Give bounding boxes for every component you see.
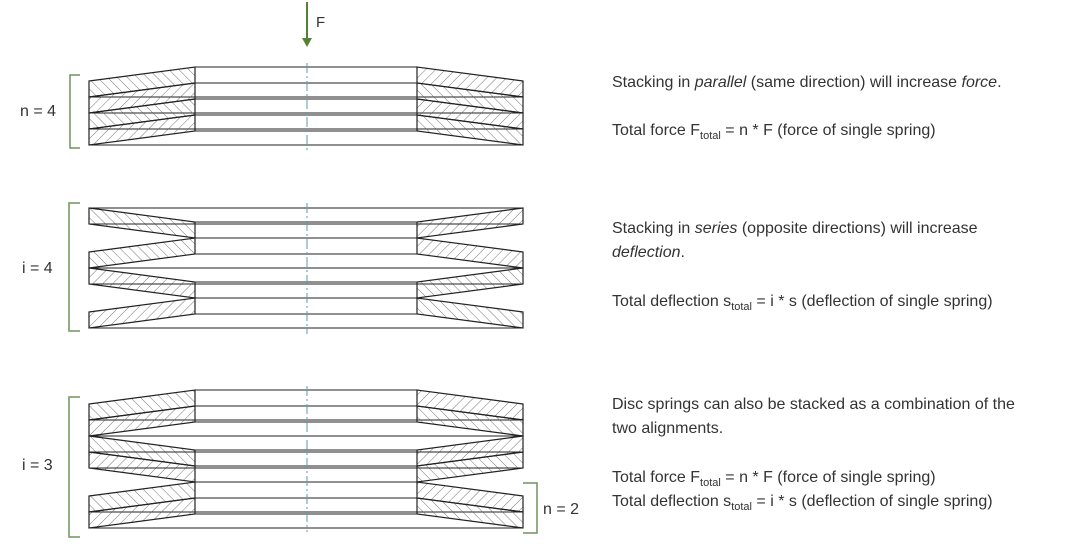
combo-force-formula: Total force Ftotal = n * F (force of sin… xyxy=(612,469,936,489)
parallel-formula: Total force Ftotal = n * F (force of sin… xyxy=(612,122,936,142)
disc-section-right xyxy=(416,297,524,329)
group-label-i4: i = 4 xyxy=(22,260,53,277)
force-arrow-head xyxy=(302,38,312,47)
disc-section-left xyxy=(88,207,196,239)
disc-section-left xyxy=(88,297,196,329)
bracket-i3 xyxy=(68,396,80,538)
bracket-n2 xyxy=(523,482,538,534)
disc-section-right xyxy=(416,207,524,239)
bracket-i4 xyxy=(68,202,80,332)
bracket-n4 xyxy=(69,74,80,149)
combo-deflection-formula: Total deflection stotal = i * s (deflect… xyxy=(612,493,993,513)
disc-section-left xyxy=(88,267,196,299)
force-label: F xyxy=(316,14,326,31)
group-label-n2: n = 2 xyxy=(543,501,580,518)
group-label-n4: n = 4 xyxy=(20,103,57,120)
series-formula: Total deflection stotal = i * s (deflect… xyxy=(612,293,993,313)
disc-section-right xyxy=(416,267,524,299)
combo-description: Disc springs can also be stacked as a co… xyxy=(612,396,1015,437)
disc-section-left xyxy=(88,237,196,269)
group-label-i3: i = 3 xyxy=(22,457,53,474)
parallel-description: Stacking in parallel (same direction) wi… xyxy=(612,74,1002,91)
disc-section-right xyxy=(416,237,524,269)
series-description: Stacking in series (opposite directions)… xyxy=(612,220,978,261)
